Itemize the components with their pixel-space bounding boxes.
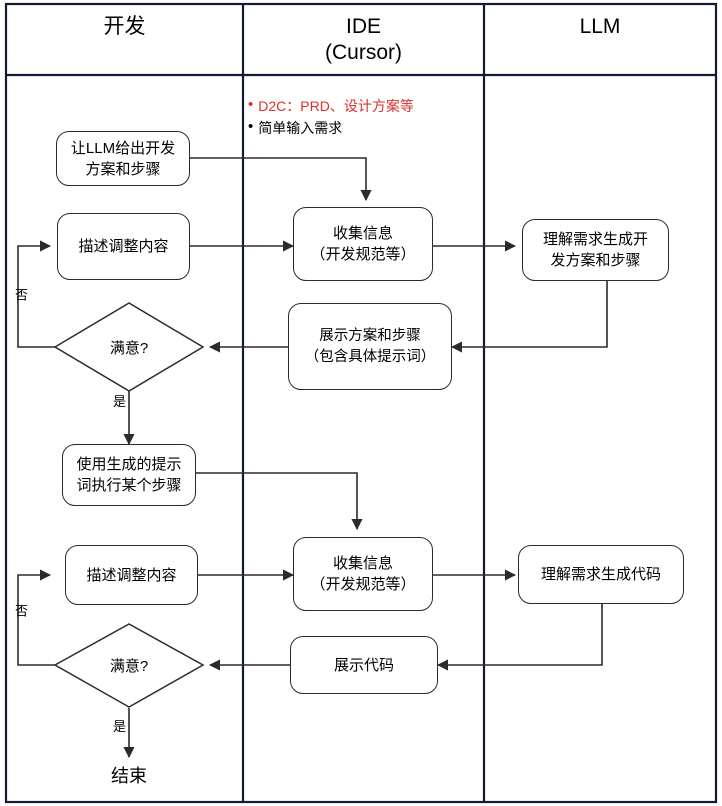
decision-label-2: 满意? (109, 658, 149, 675)
bullet-icon: • (248, 96, 254, 113)
node-use-prompt-exec[interactable]: 使用生成的提示 词执行某个步骤 (62, 444, 196, 506)
node-describe-adjust-1[interactable]: 描述调整内容 (57, 213, 190, 280)
note-text-d2c: D2C：PRD、设计方案等 (258, 98, 414, 114)
node-collect-info-2[interactable]: 收集信息 （开发规范等） (293, 537, 433, 611)
note-item: • D2C：PRD、设计方案等 (248, 95, 473, 117)
bullet-icon: • (248, 118, 254, 135)
node-show-plan-steps[interactable]: 展示方案和步骤 （包含具体提示词） (288, 303, 452, 390)
lane-title-dev: 开发 (103, 15, 146, 38)
lane-title-ide: IDE (Cursor) (325, 15, 402, 64)
note-item: • 简单输入需求 (248, 117, 473, 139)
node-llm-plan-steps[interactable]: 理解需求生成开 发方案和步骤 (522, 219, 669, 281)
node-llm-gen-code[interactable]: 理解需求生成代码 (518, 545, 684, 604)
edge-label-yes-2: 是 (113, 719, 127, 734)
node-collect-info-1[interactable]: 收集信息 （开发规范等） (293, 207, 433, 281)
edge-label-no-2: 否 (13, 604, 28, 617)
decision-label-1: 满意? (109, 340, 149, 357)
ide-input-notes: • D2C：PRD、设计方案等 • 简单输入需求 (248, 95, 473, 139)
lane-title-llm: LLM (579, 15, 621, 38)
edge-label-no-1: 否 (13, 288, 28, 301)
node-ask-llm-plan[interactable]: 让LLM给出开发 方案和步骤 (56, 131, 190, 186)
edge-label-yes-1: 是 (113, 394, 127, 409)
node-show-code[interactable]: 展示代码 (290, 636, 438, 694)
note-text-simple-input: 简单输入需求 (258, 120, 343, 136)
node-end: 结束 (111, 766, 147, 786)
node-describe-adjust-2[interactable]: 描述调整内容 (65, 545, 198, 605)
